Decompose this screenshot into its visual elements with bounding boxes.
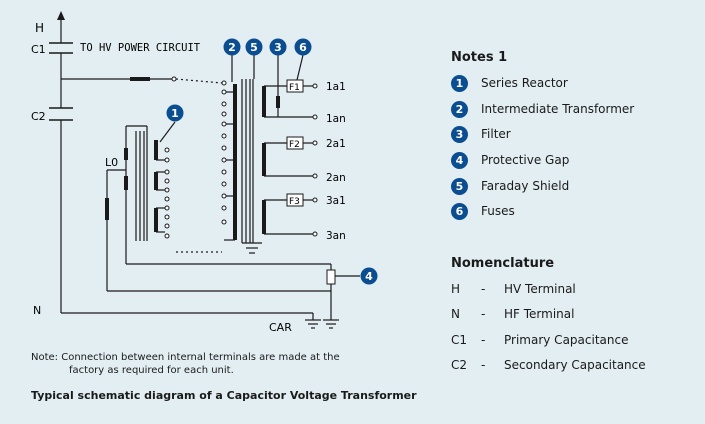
nomenclature-symbol: N [451, 307, 460, 321]
callout-3: 3 [269, 38, 287, 56]
nomenclature-desc: Primary Capacitance [504, 333, 629, 347]
callout-1: 1 [166, 104, 184, 122]
note-line-2: factory as required for each unit. [69, 365, 234, 376]
nomenclature-dash: - [481, 333, 486, 347]
protective-gap-circuit [61, 263, 339, 329]
fuse-label-f1: F1 [289, 83, 300, 93]
notes-item: 5 Faraday Shield [451, 176, 569, 196]
intermediate-transformer [221, 79, 262, 254]
note-line-1: Note: Connection between internal termin… [31, 352, 340, 363]
fuse-label-f3: F3 [289, 197, 300, 207]
terminal-1a1: 1a1 [326, 81, 346, 93]
callout-6: 6 [294, 38, 312, 56]
tap-switch [61, 76, 223, 84]
svg-text:4: 4 [365, 270, 373, 283]
callout-4: 4 [360, 267, 378, 285]
notes-item-label: Filter [481, 127, 511, 141]
series-reactor [125, 125, 170, 264]
fuse-label-f2: F2 [289, 140, 300, 150]
nomenclature-title: Nomenclature [451, 256, 555, 271]
svg-text:2: 2 [228, 41, 236, 54]
notes-item: 3 Filter [451, 124, 511, 144]
number-badge-icon: 6 [451, 202, 468, 220]
label-l0: L0 [105, 156, 118, 169]
nomenclature-desc: HF Terminal [504, 307, 575, 321]
secondary-windings [262, 83, 318, 237]
nomenclature-symbol: C2 [451, 358, 468, 372]
label-c2: C2 [31, 110, 46, 123]
figure-caption: Typical schematic diagram of a Capacitor… [31, 389, 417, 402]
notes-item: 4 Protective Gap [451, 150, 569, 170]
terminal-1an: 1an [326, 113, 346, 125]
notes-item-label: Protective Gap [481, 153, 570, 167]
callout-5: 5 [245, 38, 263, 56]
svg-text:3: 3 [274, 41, 282, 54]
svg-text:5: 5 [250, 41, 258, 54]
terminal-3a1: 3a1 [326, 195, 346, 207]
svg-text:6: 6 [299, 41, 307, 54]
number-badge-icon: 3 [451, 125, 468, 143]
label-car: CAR [269, 321, 292, 334]
nomenclature-dash: - [481, 282, 486, 296]
label-n: N [33, 304, 41, 317]
terminal-3an: 3an [326, 230, 346, 242]
notes-item-label: Intermediate Transformer [481, 102, 635, 116]
nomenclature-desc: HV Terminal [504, 282, 576, 296]
main-rail [57, 11, 65, 313]
notes-item: 2 Intermediate Transformer [451, 99, 634, 119]
terminal-2a1: 2a1 [326, 138, 346, 150]
inductor-l0 [105, 148, 128, 291]
nomenclature-symbol: C1 [451, 333, 468, 347]
nomenclature-dash: - [481, 307, 486, 321]
callout-leaders [159, 54, 360, 277]
notes-item: 1 Series Reactor [451, 73, 568, 93]
svg-text:1: 1 [171, 107, 179, 120]
number-badge-icon: 1 [451, 74, 468, 92]
notes-title: Notes 1 [451, 50, 508, 65]
capacitor-c2 [49, 107, 73, 121]
notes-item-label: Fuses [481, 204, 515, 218]
label-h: H [35, 21, 44, 35]
notes-item-label: Series Reactor [481, 76, 568, 90]
nomenclature-symbol: H [451, 282, 461, 296]
number-badge-icon: 2 [451, 100, 468, 118]
capacitor-c1 [49, 42, 73, 54]
label-c1: C1 [31, 43, 46, 56]
terminal-2an: 2an [326, 172, 346, 184]
fuse-boxes [286, 79, 304, 207]
nomenclature-desc: Secondary Capacitance [504, 358, 646, 372]
label-to-hv-power-circuit: TO HV POWER CIRCUIT [80, 42, 201, 54]
number-badge-icon: 5 [451, 177, 468, 195]
notes-item: 6 Fuses [451, 201, 515, 221]
callout-2: 2 [223, 38, 241, 56]
notes-item-label: Faraday Shield [481, 179, 570, 193]
number-badge-icon: 4 [451, 151, 468, 169]
connection-note: Note: Connection between internal termin… [31, 351, 340, 377]
nomenclature-dash: - [481, 358, 486, 372]
